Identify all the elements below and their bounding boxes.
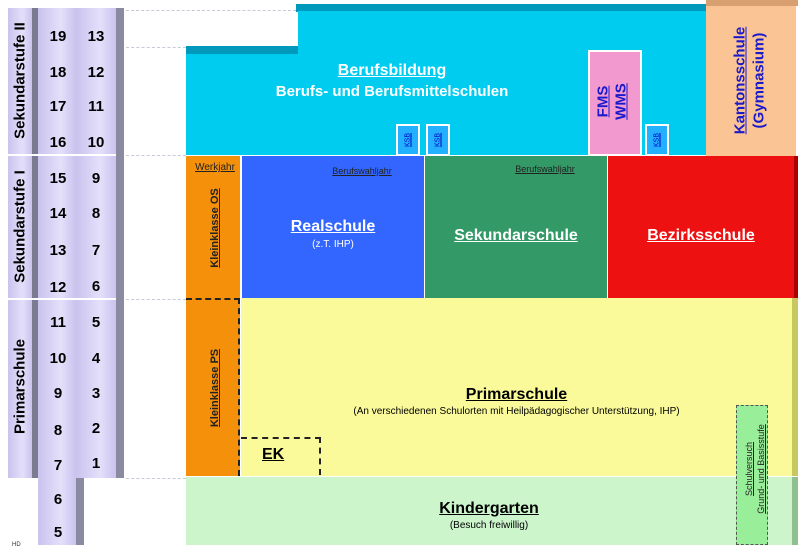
grund-basisstufe-label: Grund- und Basisstufe bbox=[756, 424, 766, 514]
grade-label: 11 bbox=[88, 98, 104, 115]
grade-label: 1 bbox=[91, 455, 101, 472]
ksb-label: KSB bbox=[434, 132, 442, 148]
realschule-sub: (z.T. IHP) bbox=[312, 239, 354, 250]
stage-label-primar: Primarschule bbox=[11, 338, 29, 435]
gymnasium-label: (Gymnasium) bbox=[750, 32, 768, 129]
berufswahljahr-label: Berufswahljahr bbox=[515, 164, 575, 174]
grade-label: 7 bbox=[91, 242, 101, 259]
age-label: 5 bbox=[53, 524, 63, 541]
age-label: 10 bbox=[49, 350, 67, 367]
guide-line bbox=[126, 155, 186, 156]
fms-label: FMS bbox=[594, 85, 612, 118]
guide-line bbox=[126, 299, 186, 300]
berufsbildung-block bbox=[298, 11, 706, 55]
ksb-label: KSB bbox=[404, 132, 412, 148]
schulversuch-block[interactable] bbox=[736, 405, 768, 545]
grade-label: 6 bbox=[91, 278, 101, 295]
kindergarten-sub: (Besuch freiwillig) bbox=[449, 520, 529, 531]
stage-column bbox=[8, 8, 32, 478]
ksb-link[interactable]: KSB bbox=[426, 124, 450, 156]
primarschule-shadow bbox=[792, 298, 798, 476]
kleinklasse-os-label: Kleinklasse OS bbox=[209, 188, 221, 268]
stage-column-shadow bbox=[32, 8, 38, 478]
age-label: 8 bbox=[53, 422, 63, 439]
bezirksschule-block[interactable] bbox=[608, 156, 794, 298]
kindergarten-shadow bbox=[792, 477, 798, 545]
kindergarten-title: Kindergarten bbox=[439, 500, 539, 517]
ksb-link[interactable]: KSB bbox=[645, 124, 669, 156]
ek-label: EK bbox=[262, 446, 285, 463]
stage-divider bbox=[8, 298, 116, 300]
kleinklasse-ps-label: Kleinklasse PS bbox=[209, 348, 221, 428]
grade-label: 2 bbox=[91, 420, 101, 437]
realschule-title: Realschule bbox=[290, 218, 376, 235]
grade-label: 9 bbox=[91, 170, 101, 187]
grade-column bbox=[76, 8, 116, 478]
realschule-block[interactable] bbox=[242, 156, 424, 298]
bezirksschule-title: Bezirksschule bbox=[647, 227, 755, 244]
age-label: 13 bbox=[49, 242, 67, 259]
age-label: 12 bbox=[49, 279, 67, 296]
berufswahljahr-label: Berufswahljahr bbox=[332, 166, 392, 176]
grade-label: 8 bbox=[91, 205, 101, 222]
guide-line bbox=[126, 47, 186, 48]
berufsbildung-shadow bbox=[296, 4, 708, 12]
berufsbildung-shadow bbox=[186, 46, 298, 54]
author-mark: HD bbox=[12, 542, 21, 548]
kantonsschule-shadow bbox=[706, 0, 798, 6]
age-label: 16 bbox=[49, 134, 67, 151]
schulversuch-label: Schulversuch bbox=[744, 441, 754, 497]
kantonsschule-label: Kantonsschule bbox=[731, 26, 749, 135]
age-label: 6 bbox=[53, 491, 63, 508]
kantonsschule-block[interactable] bbox=[706, 6, 796, 156]
bezirksschule-shadow bbox=[794, 156, 798, 298]
werkjahr-block[interactable] bbox=[186, 156, 240, 298]
stage-label-sek1: Sekundarstufe I bbox=[11, 170, 29, 283]
fms-wms-block[interactable] bbox=[588, 50, 642, 156]
age-label: 18 bbox=[49, 64, 67, 81]
age-label: 17 bbox=[49, 98, 67, 115]
age-label: 9 bbox=[53, 385, 63, 402]
grade-label: 13 bbox=[87, 28, 105, 45]
berufsbildung-title: Berufsbildung bbox=[337, 62, 447, 79]
guide-line bbox=[126, 478, 186, 479]
wms-label: WMS bbox=[612, 83, 630, 120]
age-label: 19 bbox=[49, 28, 67, 45]
sekundarschule-title: Sekundarschule bbox=[454, 227, 578, 244]
age-label: 7 bbox=[53, 457, 63, 474]
stage-label-sek2: Sekundarstufe II bbox=[11, 22, 29, 139]
primarschule-block[interactable] bbox=[241, 298, 792, 476]
guide-line bbox=[126, 10, 296, 11]
ek-block[interactable] bbox=[241, 437, 321, 475]
stage-divider bbox=[8, 154, 116, 156]
age-label: 11 bbox=[50, 314, 66, 331]
grade-label: 12 bbox=[87, 64, 105, 81]
grade-column-shadow bbox=[116, 8, 124, 478]
werkjahr-label: Werkjahr bbox=[195, 162, 235, 173]
sekundarschule-block[interactable] bbox=[425, 156, 607, 298]
grade-label: 4 bbox=[91, 350, 101, 367]
primarschule-title: Primarschule bbox=[465, 386, 568, 403]
ksb-label: KSB bbox=[653, 132, 661, 148]
age-label: 15 bbox=[49, 170, 67, 187]
age-column-shadow bbox=[76, 478, 84, 545]
ksb-link[interactable]: KSB bbox=[396, 124, 420, 156]
kleinklasse-ps-block[interactable] bbox=[186, 298, 240, 476]
primarschule-sub: (An verschiedenen Schulorten mit Heilpäd… bbox=[353, 406, 680, 417]
kindergarten-block[interactable] bbox=[186, 477, 792, 545]
grade-label: 10 bbox=[87, 134, 105, 151]
age-column bbox=[38, 8, 76, 545]
grade-label: 3 bbox=[91, 385, 101, 402]
age-label: 14 bbox=[49, 205, 67, 222]
grade-label: 5 bbox=[91, 314, 101, 331]
berufsbildung-subtitle: Berufs- und Berufsmittelschulen bbox=[275, 83, 509, 100]
